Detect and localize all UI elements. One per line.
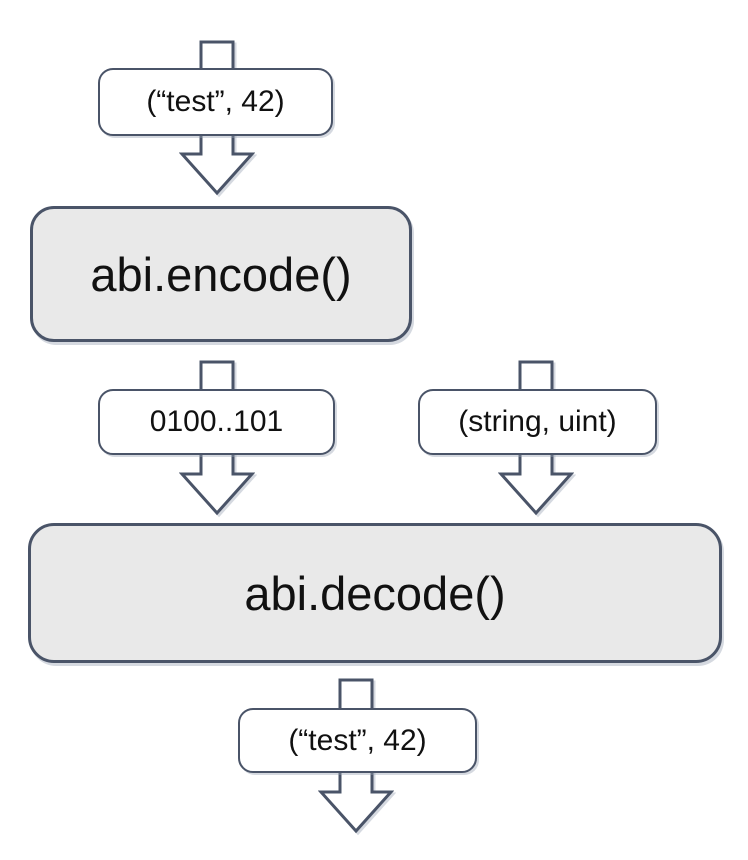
output-args-text: (“test”, 42)	[288, 723, 427, 757]
abi-encode-text: abi.encode()	[90, 247, 352, 301]
abi-decode-box: abi.decode()	[28, 523, 722, 663]
output-args-label: (“test”, 42)	[238, 708, 477, 773]
decode-types-text: (string, uint)	[458, 405, 617, 438]
abi-decode-text: abi.decode()	[244, 566, 506, 620]
input-args-label: (“test”, 42)	[98, 68, 333, 136]
input-args-text: (“test”, 42)	[146, 85, 285, 118]
encoded-bytes-text: 0100..101	[149, 405, 284, 438]
encoded-bytes-label: 0100..101	[98, 389, 335, 455]
abi-encode-box: abi.encode()	[30, 206, 412, 342]
decode-types-label: (string, uint)	[418, 389, 657, 455]
